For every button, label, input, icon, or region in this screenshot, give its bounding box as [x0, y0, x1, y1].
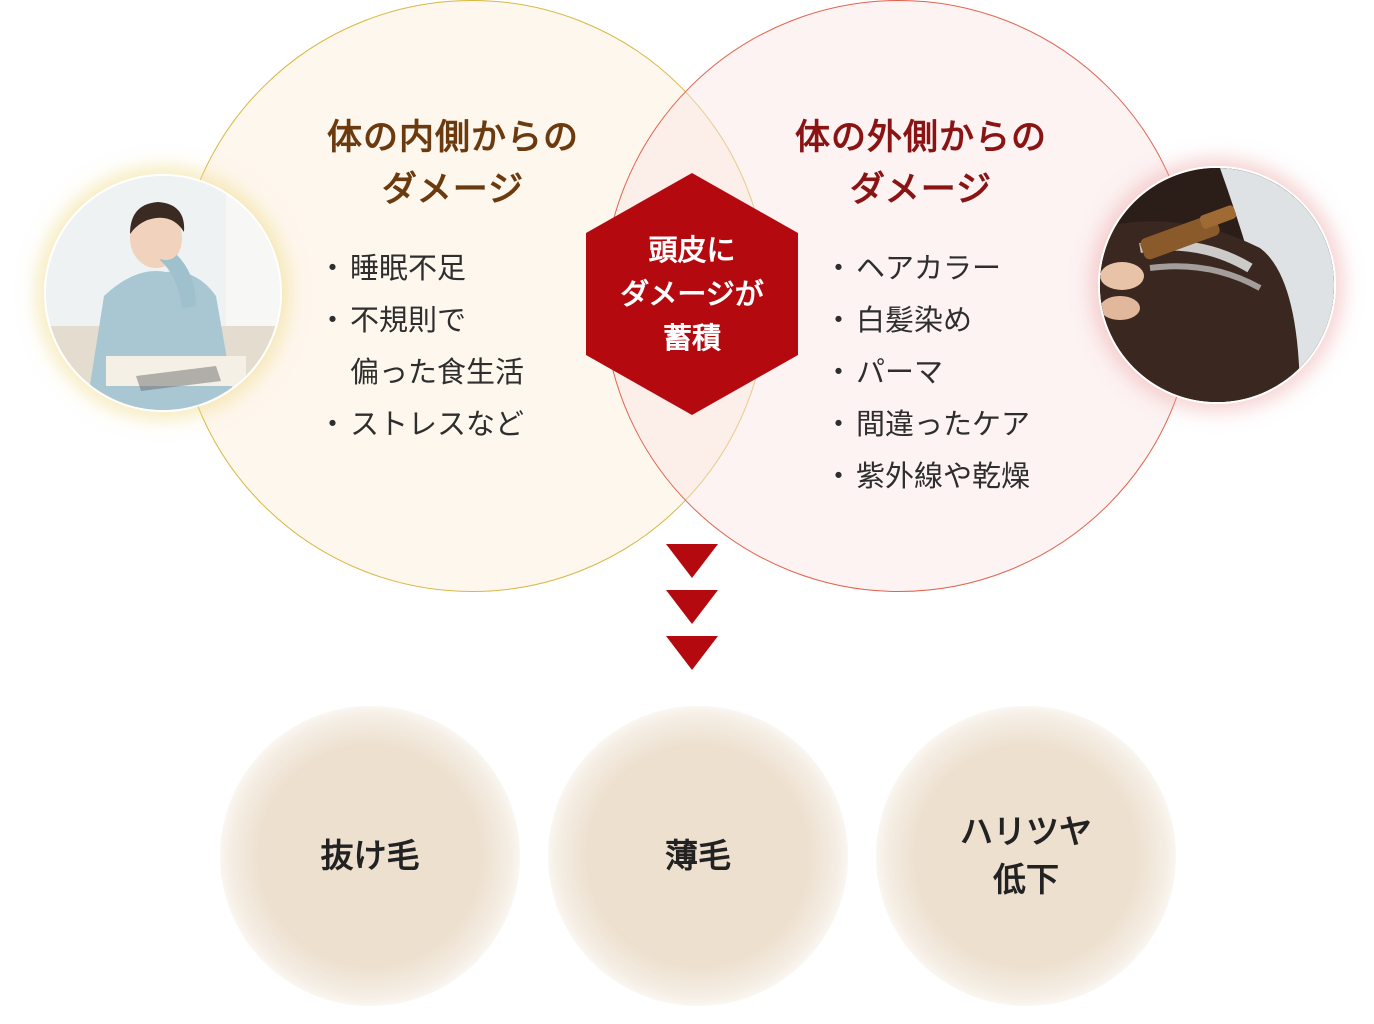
down-triangle-icon: [666, 590, 718, 624]
outer-damage-heading: 体の外側からの ダメージ: [736, 112, 1106, 216]
list-item: ・不規則で: [318, 303, 467, 337]
hexagon-shape: [586, 173, 798, 415]
list-item: ・パーマ: [824, 355, 944, 389]
outer-heading-line1: 体の外側からの: [794, 118, 1047, 158]
scalp-damage-hexagon: [586, 173, 798, 415]
list-item: ・睡眠不足: [318, 251, 467, 285]
list-item-continuation: 偏った食生活: [350, 355, 525, 389]
result-hair-loss: 抜け毛: [220, 706, 520, 1006]
outer-heading-line2: ダメージ: [849, 170, 993, 210]
inner-heading-line1: 体の内側からの: [326, 118, 579, 158]
result-thinning-hair: 薄毛: [548, 706, 848, 1006]
tired-woman-illustration: [46, 176, 280, 410]
list-item: ・白髪染め: [824, 303, 973, 337]
inner-heading-line2: ダメージ: [381, 170, 525, 210]
scalp-damage-label: 頭皮に ダメージが 蓄積: [620, 233, 764, 355]
list-item: ・ストレスなど: [318, 407, 525, 441]
tired-woman-photo: [44, 174, 282, 412]
list-item: ・紫外線や乾燥: [824, 459, 1031, 493]
inner-damage-heading: 体の内側からの ダメージ: [268, 112, 638, 216]
inner-causes-list: ・睡眠不足 ・不規則で 偏った食生活 ・ストレスなど: [318, 242, 524, 450]
hair-dye-comb-photo: [1098, 166, 1336, 404]
result-loss-of-firmness: ハリツヤ 低下: [876, 706, 1176, 1006]
list-item: ・ヘアカラー: [824, 251, 1002, 285]
hair-dye-illustration: [1100, 168, 1334, 402]
list-item: ・間違ったケア: [824, 407, 1031, 441]
outer-causes-list: ・ヘアカラー ・白髪染め ・パーマ ・間違ったケア ・紫外線や乾燥: [824, 242, 1030, 502]
down-triangle-icon: [666, 636, 718, 670]
down-triangle-icon: [666, 544, 718, 578]
